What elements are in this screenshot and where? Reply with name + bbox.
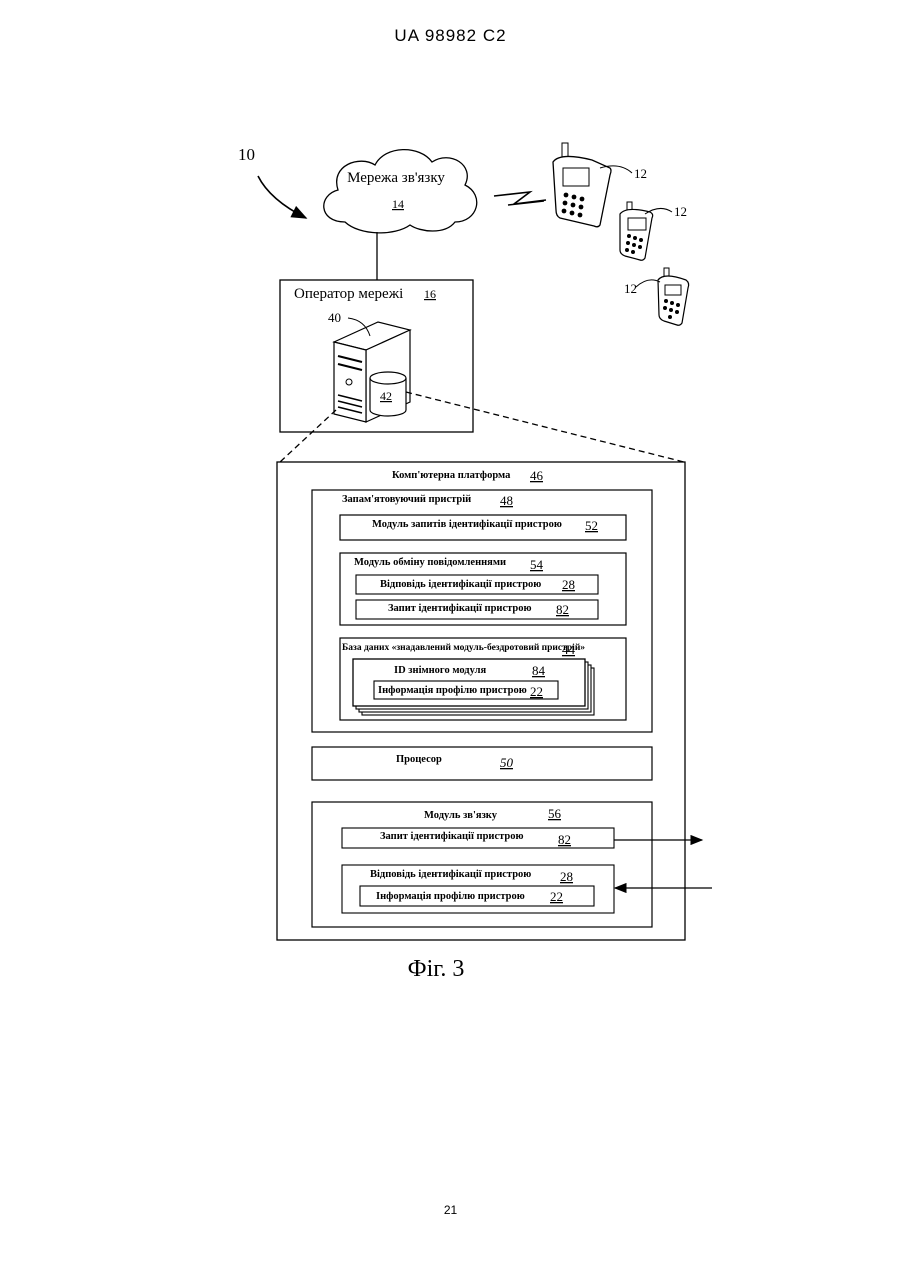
mobile-phone-icon <box>658 268 689 325</box>
processor-box <box>312 747 652 780</box>
platform-label: Комп'ютерна платформа <box>392 470 511 481</box>
system-arrow <box>258 176 306 218</box>
processor-ref: 50 <box>500 755 514 770</box>
platform-ref: 46 <box>530 468 544 483</box>
server-ref: 40 <box>328 310 341 325</box>
module-id-label: ID знімного модуля <box>394 665 486 676</box>
memory-label: Запам'ятовуючий пристрій <box>342 494 471 505</box>
figure-caption: Фіг. 3 <box>408 956 465 982</box>
comm-response-ref: 28 <box>560 869 573 884</box>
comm-response-label: Відповідь ідентифікації пристрою <box>370 869 531 880</box>
comm-module-label: Модуль зв'язку <box>424 810 498 821</box>
database-label: База даних «знадавлений модуль-бездротов… <box>342 642 585 653</box>
comm-profile-ref: 22 <box>550 889 563 904</box>
operator-ref: 16 <box>424 287 436 301</box>
module-id-ref: 84 <box>532 663 546 678</box>
messaging-response-label: Відповідь ідентифікації пристрою <box>380 579 541 590</box>
comm-request-label: Запит ідентифікації пристрою <box>380 831 524 842</box>
ref-12-leader-3 <box>636 280 660 287</box>
request-module-ref: 52 <box>585 518 598 533</box>
mobile-phone-icon <box>620 202 653 260</box>
ref-12-c: 12 <box>624 281 637 296</box>
messaging-module-label: Модуль обміну повідомленнями <box>354 557 506 568</box>
network-cloud: Мережа зв'язку 14 <box>324 150 477 233</box>
messaging-module-ref: 54 <box>530 557 544 572</box>
mobile-phone-icon <box>553 143 611 227</box>
ref-12-a: 12 <box>634 166 647 181</box>
processor-label: Процесор <box>396 754 442 765</box>
profile-ref-db: 22 <box>530 684 543 699</box>
database-ref: 42 <box>380 389 392 403</box>
operator-label: Оператор мережі <box>294 286 403 302</box>
profile-label-db: Інформація профілю пристрою <box>378 685 527 696</box>
memory-ref: 48 <box>500 493 513 508</box>
ref-12-b: 12 <box>674 204 687 219</box>
messaging-request-label: Запит ідентифікації пристрою <box>388 603 532 614</box>
request-module-label: Модуль запитів ідентифікації пристрою <box>372 519 562 530</box>
wireless-signal-icon <box>494 192 546 205</box>
ref-10: 10 <box>238 145 255 164</box>
page-number: 21 <box>0 1203 901 1217</box>
network-label: Мережа зв'язку <box>347 170 445 186</box>
database-ref-44: 44 <box>562 642 576 657</box>
comm-request-ref: 82 <box>558 832 571 847</box>
comm-profile-label: Інформація профілю пристрою <box>376 891 525 902</box>
messaging-response-ref: 28 <box>562 577 575 592</box>
messaging-request-ref: 82 <box>556 602 569 617</box>
network-ref: 14 <box>392 197 404 211</box>
comm-module-ref: 56 <box>548 806 562 821</box>
